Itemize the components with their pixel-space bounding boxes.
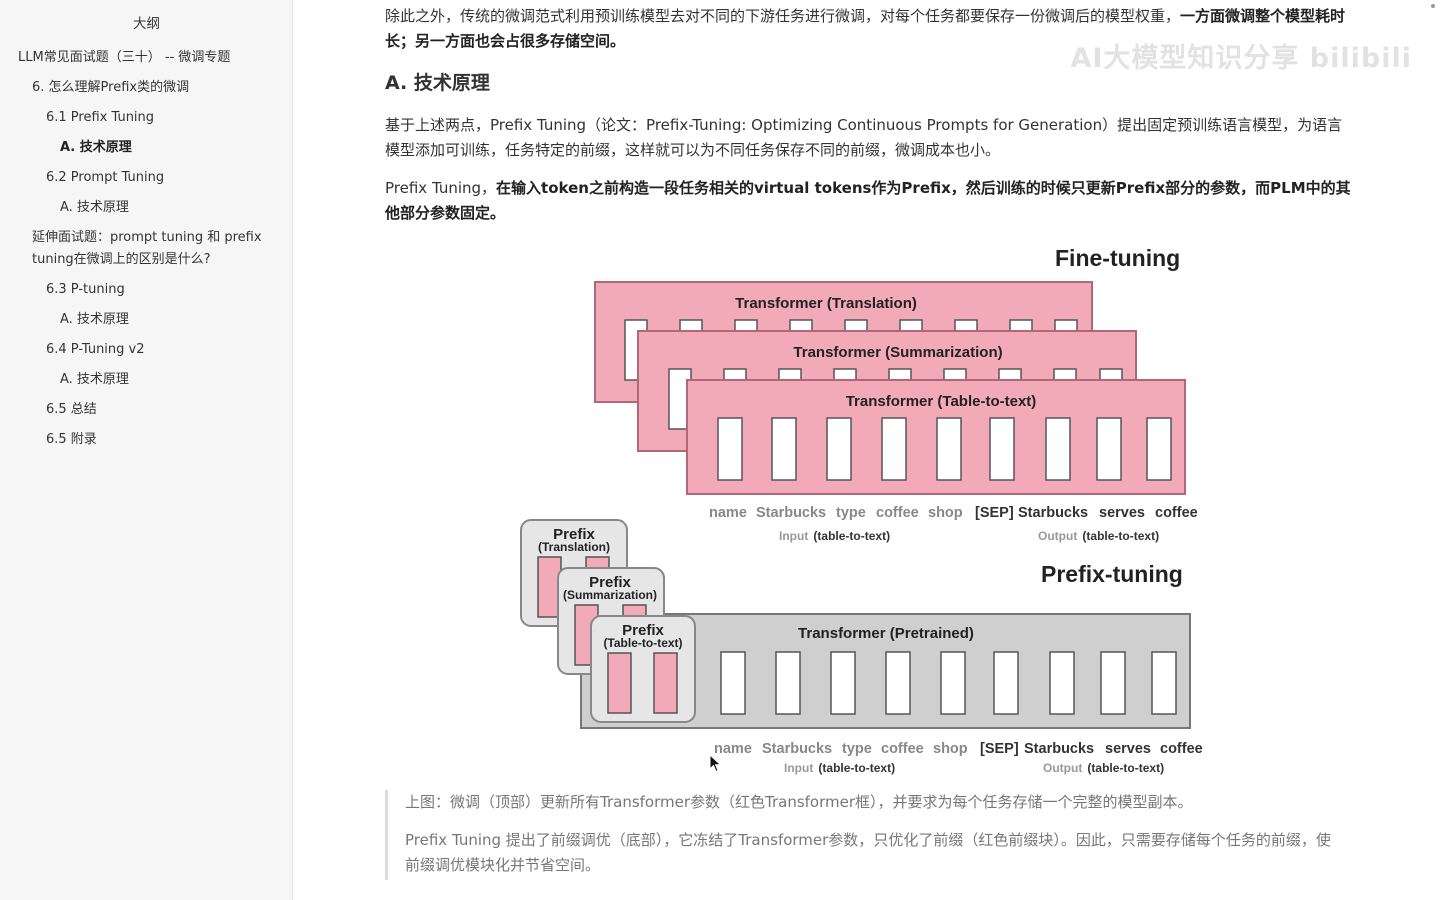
toc-item-tech-principle[interactable]: A. 技术原理 [60, 372, 129, 387]
prefix-table-to-text-sub: (Table-to-text) [603, 636, 682, 650]
token-type: type [836, 505, 866, 521]
prefix-table-to-text-block [607, 652, 632, 714]
output-task: (table-to-text) [1087, 761, 1164, 775]
bilibili-watermark: AI大模型知识分享 bilibili [1070, 43, 1412, 74]
input-label: Input (table-to-text) [784, 757, 895, 776]
prefix-translation-card [520, 519, 628, 627]
prefix-summarization-title: Prefix [589, 574, 631, 591]
token-serves: serves [1105, 741, 1151, 757]
prefix-table-to-text-title: Prefix [622, 622, 664, 639]
table-to-text-token-slots [717, 417, 1172, 481]
transformer-summarization-label: Transformer (Summarization) [793, 344, 1002, 361]
toc-item-prompt-tuning[interactable]: 6.2 Prompt Tuning [46, 170, 165, 185]
transformer-pretrained-label: Transformer (Pretrained) [798, 625, 974, 642]
token-serves: serves [1099, 505, 1145, 521]
token-starbucks-out: Starbucks [1024, 741, 1094, 757]
toc-item-prefix-finetune[interactable]: 6. 怎么理解Prefix类的微调 [32, 80, 190, 95]
token-sep: [SEP] [975, 505, 1014, 521]
output-task: (table-to-text) [1082, 529, 1159, 543]
token-coffee-out: coffee [1155, 505, 1198, 521]
prefix-table-to-text-card [590, 615, 696, 723]
token-starbucks-out: Starbucks [1018, 505, 1088, 521]
corner-dot [1431, 4, 1435, 8]
input-word: Input [784, 761, 813, 775]
toc-item-appendix[interactable]: 6.5 附录 [46, 432, 97, 447]
toc-item-extended-question[interactable]: 延伸面试题：prompt tuning 和 prefix tuning在微调上的… [32, 230, 262, 267]
output-label: Output (table-to-text) [1038, 525, 1159, 544]
input-word: Input [779, 529, 808, 543]
token-coffee-out: coffee [1160, 741, 1203, 757]
token-starbucks: Starbucks [756, 505, 826, 521]
token-type: type [842, 741, 872, 757]
intro-text: 除此之外，传统的微调范式利用预训练模型去对不同的下游任务进行微调，对每个任务都要… [385, 7, 1181, 25]
prefix-summarization-block [574, 604, 599, 666]
prefix-token-row: name Starbucks type coffee shop [SEP] St… [714, 741, 1203, 776]
prefix-table-to-text-block [653, 652, 678, 714]
toc-item-llm-interview[interactable]: LLM常见面试题（三十） -- 微调专题 [18, 50, 231, 65]
transformer-translation-label: Transformer (Translation) [735, 295, 917, 312]
toc-item-prefix-tuning[interactable]: 6.1 Prefix Tuning [46, 110, 155, 125]
document-content: 除此之外，传统的微调范式利用预训练模型去对不同的下游任务进行微调，对每个任务都要… [294, 0, 1440, 900]
section-heading: A. 技术原理 [385, 72, 490, 94]
token-coffee: coffee [876, 505, 919, 521]
paragraph-prefix-tuning-intro: 基于上述两点，Prefix Tuning（论文：Prefix-Tuning: O… [385, 116, 1343, 159]
transformer-pretrained-box [580, 613, 1191, 729]
intro-bold-text: 一方面微调整个模型耗时长；另一方面也会占很多存储空间。 [385, 7, 1346, 50]
para2-text: Prefix Tuning， [385, 179, 497, 197]
para2-bold-text: 在输入token之前构造一段任务相关的virtual tokens作为Prefi… [385, 179, 1351, 222]
toc-item-p-tuning-v2[interactable]: 6.4 P-Tuning v2 [46, 342, 145, 357]
input-label: Input (table-to-text) [779, 525, 890, 544]
caption-line-2: Prefix Tuning 提出了前缀调优（底部），它冻结了Transforme… [405, 831, 1331, 874]
toc-item-tech-principle[interactable]: A. 技术原理 [60, 200, 129, 215]
finetune-title: Fine-tuning [1055, 245, 1180, 271]
prefix-tuning-title: Prefix-tuning [1041, 561, 1183, 587]
prefix-translation-block [585, 556, 610, 618]
intro-paragraph: 除此之外，传统的微调范式利用预训练模型去对不同的下游任务进行微调，对每个任务都要… [385, 4, 1355, 54]
output-word: Output [1038, 529, 1077, 543]
transformer-table-to-text-box [686, 379, 1186, 495]
toc-item-tech-principle[interactable]: A. 技术原理 [60, 312, 129, 327]
outline-title: 大纲 [133, 16, 160, 32]
transformer-summarization-box [637, 330, 1137, 452]
output-label: Output (table-to-text) [1043, 757, 1164, 776]
paragraph-prefix-tuning-detail: Prefix Tuning，在输入token之前构造一段任务相关的virtual… [385, 176, 1355, 226]
summarization-token-slots [668, 368, 1123, 430]
prefix-summarization-card [557, 567, 665, 675]
caption-line-1: 上图：微调（顶部）更新所有Transformer参数（红色Transformer… [405, 793, 1193, 811]
mouse-cursor-icon [709, 754, 722, 773]
outline-sidebar: 大纲 LLM常见面试题（三十） -- 微调专题 6. 怎么理解Prefix类的微… [0, 0, 293, 900]
pretrained-token-slots [720, 651, 1177, 715]
transformer-table-to-text-label: Transformer (Table-to-text) [846, 393, 1037, 410]
prefix-translation-block [537, 556, 562, 618]
finetune-token-row: name Starbucks type coffee shop [SEP] St… [709, 505, 1198, 544]
prefix-summarization-block [622, 604, 647, 666]
prefix-translation-sub: (Translation) [538, 540, 610, 554]
translation-token-slots [624, 319, 1078, 381]
token-name: name [709, 505, 747, 521]
token-sep: [SEP] [980, 741, 1019, 757]
toc-item-p-tuning[interactable]: 6.3 P-tuning [46, 282, 125, 297]
input-task: (table-to-text) [818, 761, 895, 775]
token-shop: shop [933, 741, 968, 757]
input-task: (table-to-text) [813, 529, 890, 543]
output-word: Output [1043, 761, 1082, 775]
token-shop: shop [928, 505, 963, 521]
transformer-translation-box [594, 281, 1093, 403]
prefix-translation-title: Prefix [553, 526, 595, 543]
prefix-summarization-sub: (Summarization) [563, 588, 657, 602]
toc-item-summary[interactable]: 6.5 总结 [46, 402, 97, 417]
token-starbucks: Starbucks [762, 741, 832, 757]
figure-caption-blockquote: 上图：微调（顶部）更新所有Transformer参数（红色Transformer… [385, 790, 1345, 880]
toc-item-tech-principle-active[interactable]: A. 技术原理 [60, 140, 132, 155]
token-coffee: coffee [881, 741, 924, 757]
